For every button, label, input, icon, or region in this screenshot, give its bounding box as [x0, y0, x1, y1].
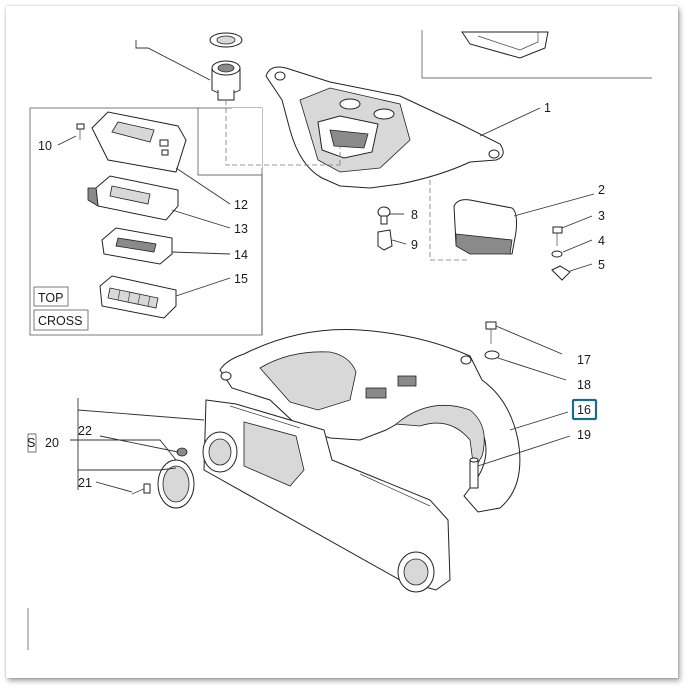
callout-15: 15 [234, 272, 248, 286]
leader-1 [479, 107, 541, 137]
leader-21 [95, 481, 133, 493]
top-label: TOP [38, 291, 63, 305]
part-15-display [99, 275, 177, 319]
part-19-pin [469, 457, 479, 489]
left-edge-box [27, 433, 37, 453]
callout-13: 13 [234, 222, 248, 236]
callout-3: 3 [598, 209, 605, 223]
part-21-cover-disc [157, 459, 195, 509]
top-right-inset-border [421, 30, 652, 79]
leader-18 [497, 357, 567, 381]
dashed-line-2 [429, 180, 470, 261]
callout-20: 20 [45, 436, 59, 450]
leader-10 [57, 135, 77, 146]
part-14-module [101, 227, 173, 265]
switch-part-top [209, 32, 243, 48]
part-12-display-cover [91, 111, 187, 173]
callout-4: 4 [598, 234, 605, 248]
leader-15 [175, 277, 231, 297]
callout-1: 1 [544, 101, 551, 115]
part-10-screw [76, 123, 85, 140]
leader-switch [135, 40, 211, 81]
callout-9: 9 [411, 238, 418, 252]
callout-16: 16 [577, 403, 591, 417]
callout-17: 17 [577, 353, 591, 367]
callout-2: 2 [598, 183, 605, 197]
leader-3 [561, 215, 593, 229]
cross-label-box [33, 309, 89, 331]
callout-10: 10 [38, 139, 52, 153]
dashed-line-1 [232, 140, 341, 166]
part-2-cover [453, 199, 517, 255]
part-1-housing [265, 66, 504, 189]
part-16-bracket [219, 329, 521, 513]
part-20-panel [202, 399, 451, 593]
callout-12: 12 [234, 198, 248, 212]
callout-16-highlight [571, 398, 598, 421]
part-18-washer [484, 350, 500, 360]
part-5-clip [551, 265, 571, 281]
callout-8: 8 [411, 208, 418, 222]
leader-13 [171, 209, 231, 229]
leader-14 [171, 251, 231, 255]
part-3-bolt [552, 226, 563, 246]
callout-18: 18 [577, 378, 591, 392]
part-22-washer [176, 447, 188, 457]
callout-5: 5 [598, 258, 605, 272]
cross-label: CROSS [38, 314, 82, 328]
part-17-bolt [485, 321, 497, 344]
leader-22 [99, 435, 179, 453]
leader-9 [391, 239, 407, 245]
switch-part [211, 60, 241, 101]
leader-20-bracket [70, 398, 205, 490]
part-9-cap [377, 229, 393, 251]
leader-5 [569, 263, 593, 272]
callout-22: 22 [78, 424, 92, 438]
leader-12 [175, 167, 231, 205]
leader-17 [495, 325, 563, 355]
dashed-line-switch [225, 100, 232, 166]
leader-19 [477, 435, 571, 467]
leader-16 [509, 411, 569, 431]
part-21-screw [131, 483, 151, 495]
part-4-washer [551, 250, 563, 258]
part-13-module [87, 175, 179, 221]
top-label-box [33, 286, 69, 307]
leader-4 [562, 239, 593, 253]
part-8-cap [377, 206, 391, 225]
leader-2 [513, 193, 595, 217]
callout-14: 14 [234, 248, 248, 262]
left-edge-fragment: S [27, 436, 35, 450]
callout-21: 21 [78, 476, 92, 490]
top-right-display-part [461, 31, 549, 59]
callout-19: 19 [577, 428, 591, 442]
